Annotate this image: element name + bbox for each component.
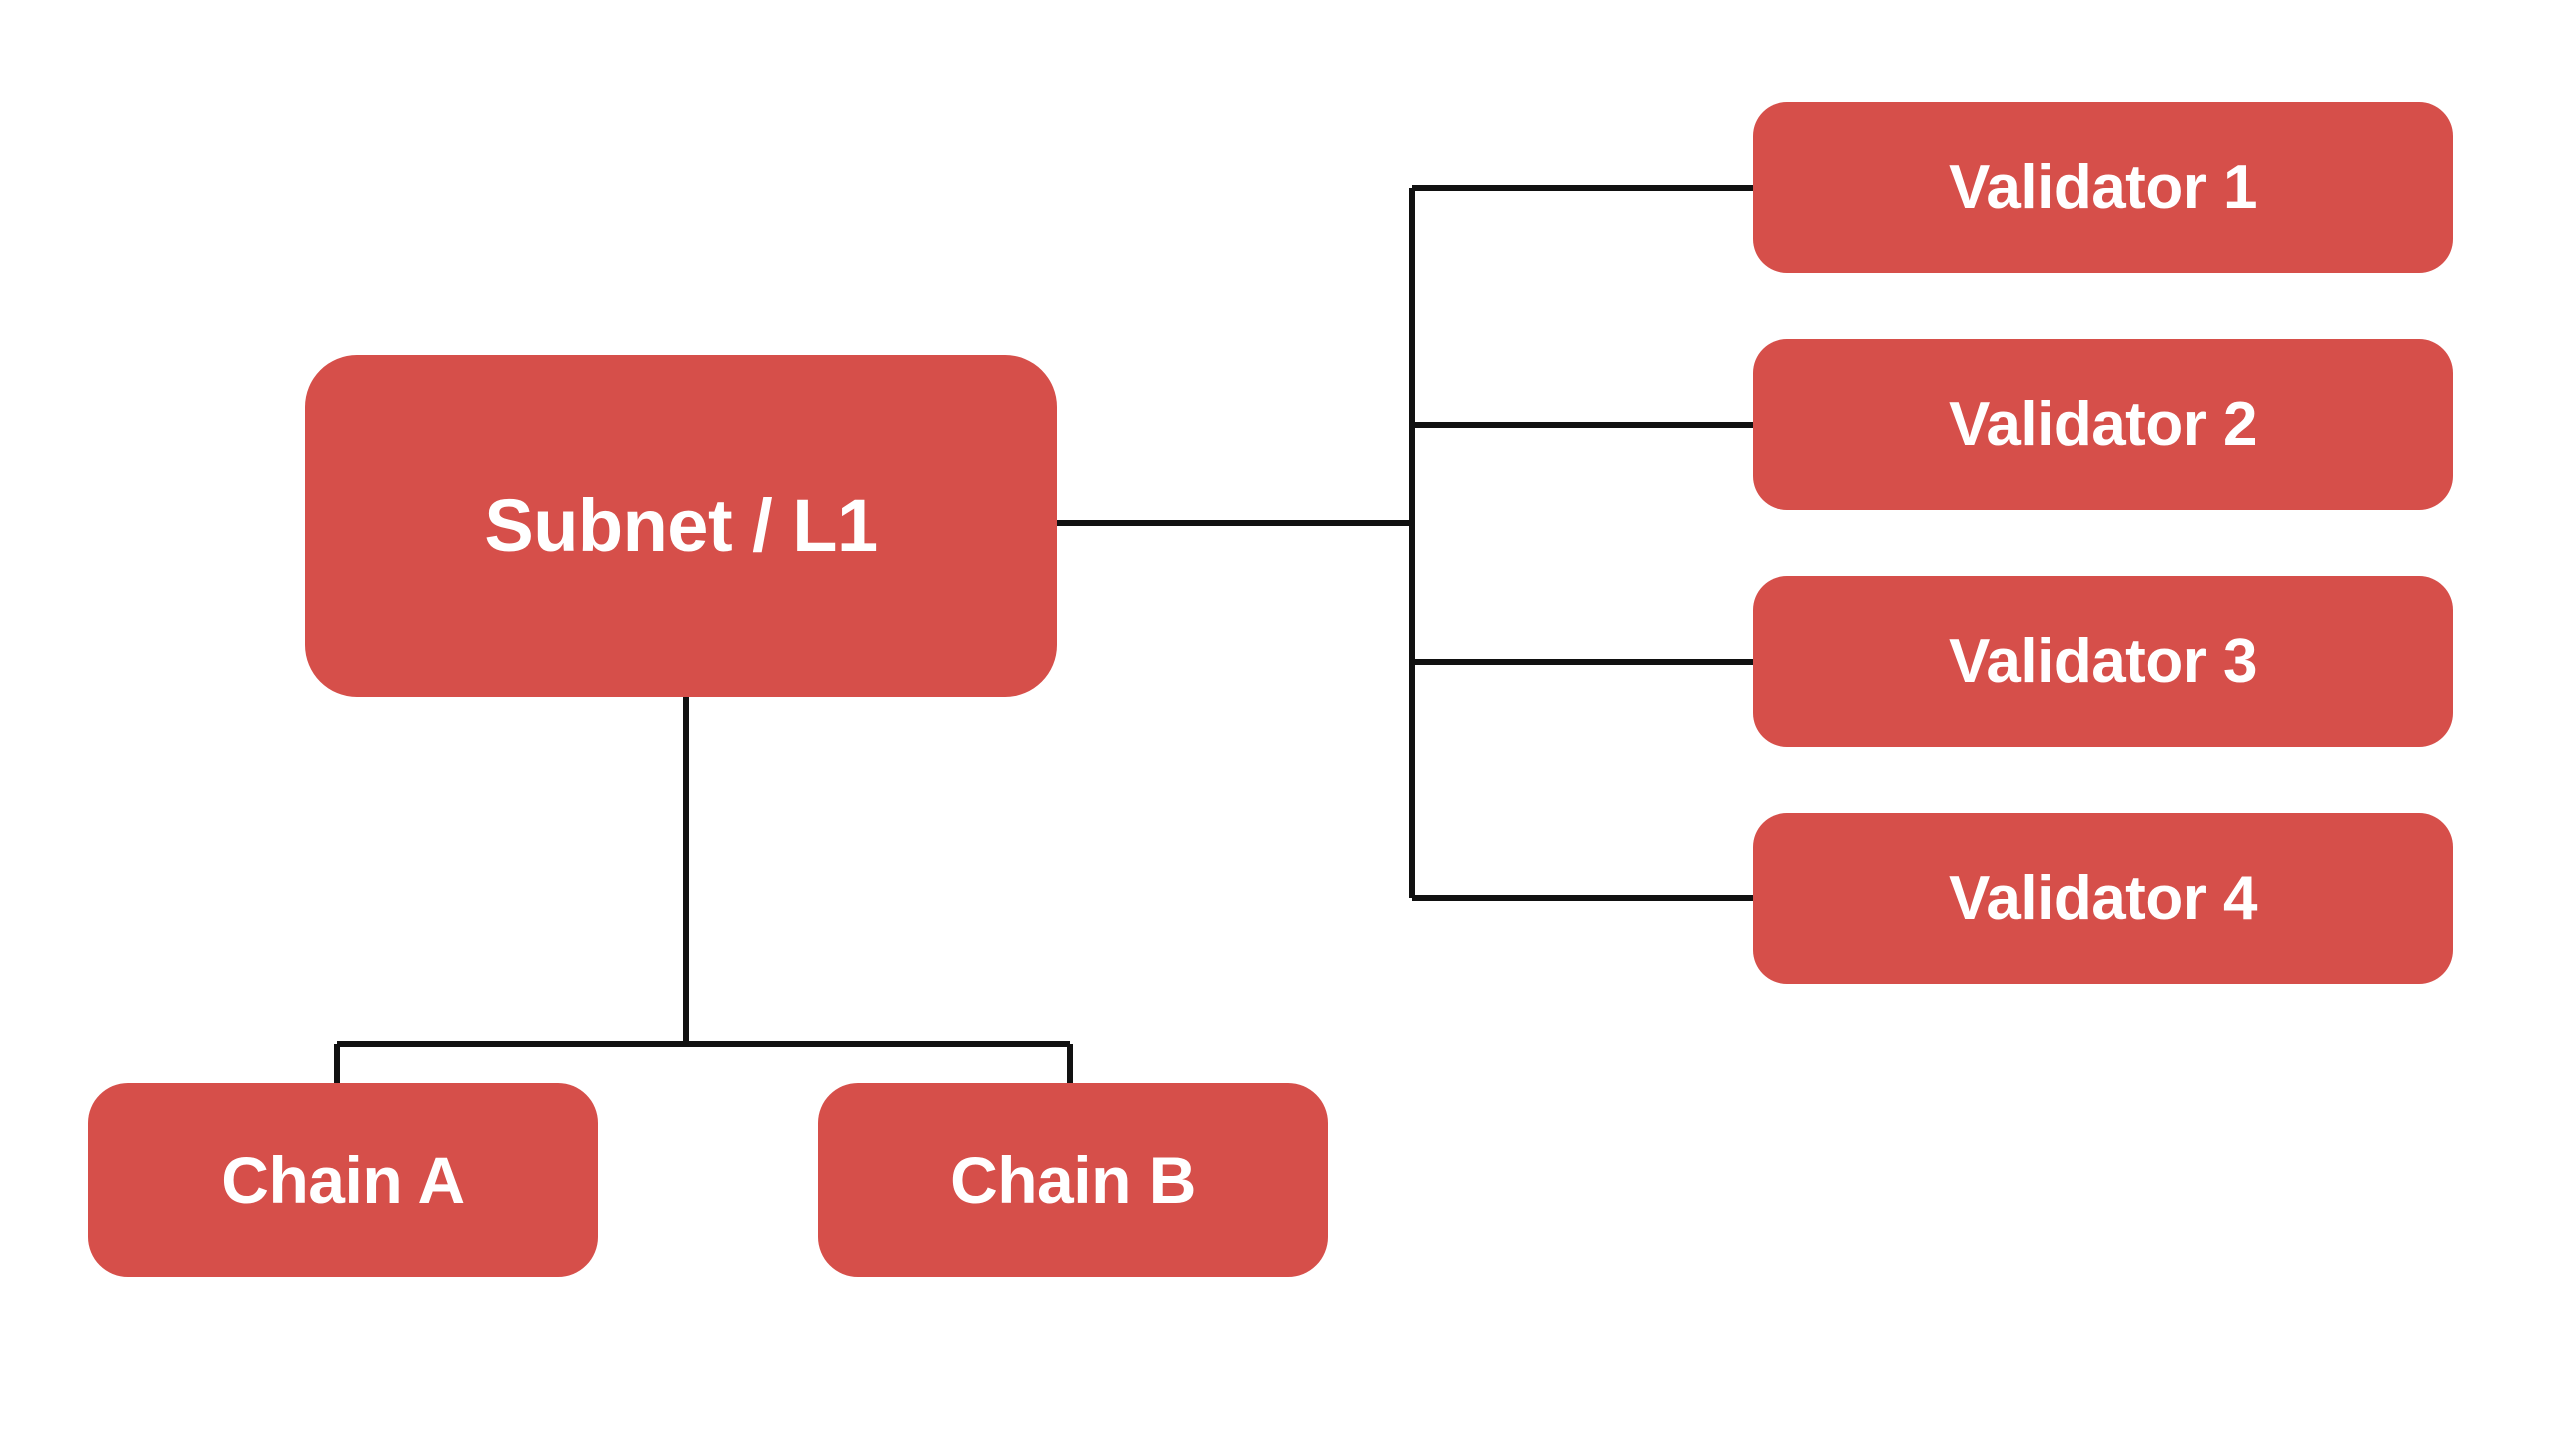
node-chain-b-label: Chain B [950, 1143, 1196, 1217]
node-validator-2-label: Validator 2 [1948, 389, 2258, 459]
node-chain-a-label: Chain A [221, 1143, 465, 1217]
node-validator-3-label: Validator 3 [1948, 626, 2258, 696]
node-subnet-l1[interactable]: Subnet / L1 [305, 355, 1057, 697]
node-chain-a[interactable]: Chain A [88, 1083, 598, 1277]
node-chain-b[interactable]: Chain B [818, 1083, 1328, 1277]
node-validator-3[interactable]: Validator 3 [1753, 576, 2453, 747]
node-validator-4[interactable]: Validator 4 [1753, 813, 2453, 984]
node-validator-1[interactable]: Validator 1 [1753, 102, 2453, 273]
node-validator-4-label: Validator 4 [1948, 863, 2258, 933]
node-validator-1-label: Validator 1 [1948, 152, 2258, 222]
node-validator-2[interactable]: Validator 2 [1753, 339, 2453, 510]
node-subnet-l1-label: Subnet / L1 [484, 484, 878, 567]
